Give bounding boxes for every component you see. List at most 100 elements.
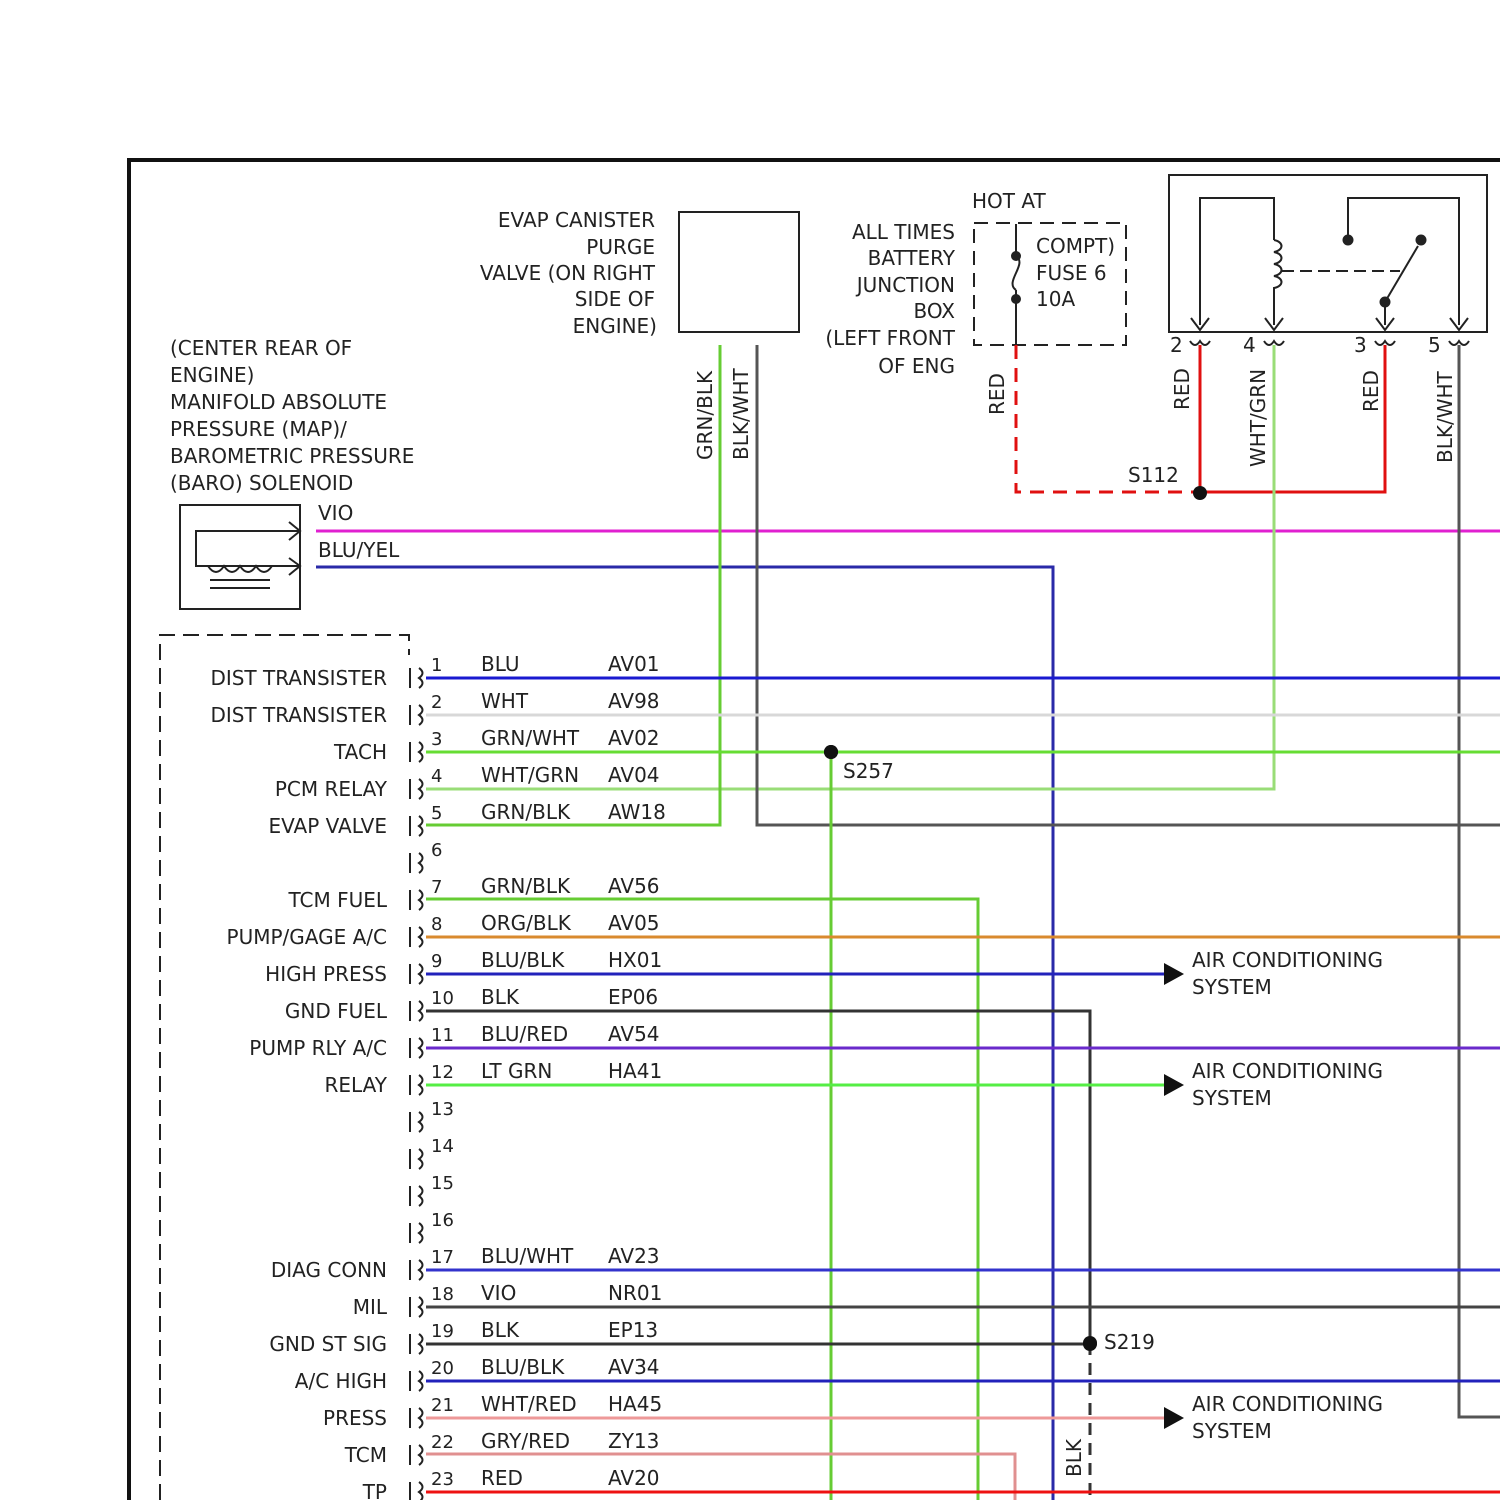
pcm-pin-socket <box>419 1223 423 1243</box>
jb-label-line: OF ENG <box>878 354 955 378</box>
splices: S112 S257 S219 BLK <box>824 463 1207 1477</box>
pcm-pin-socket <box>419 1112 423 1132</box>
destination-label: SYSTEM <box>1192 1086 1272 1110</box>
pcm-pin-circuit: AV34 <box>608 1355 660 1379</box>
pcm-relay: 2 4 3 5 RED WHT/GRN RED BLK/WHT <box>1169 175 1487 467</box>
splice-s219-dot <box>1083 1336 1097 1350</box>
pcm-pin-socket <box>419 1482 423 1500</box>
pcm-pin-socket <box>419 1445 423 1465</box>
pcm-pin-number: 15 <box>431 1173 454 1194</box>
pcm-pin-color: GRN/BLK <box>481 874 571 898</box>
pcm-pin-color: ORG/BLK <box>481 911 572 935</box>
pcm-pin-row: 7 GRN/BLK AV56 <box>410 874 660 910</box>
pcm-pin-circuit: NR01 <box>608 1281 662 1305</box>
jb-label-line: BOX <box>913 299 955 323</box>
pcm-function-label: EVAP VALVE <box>269 814 388 838</box>
pcm-pin-row: 1BLUAV01 <box>410 652 660 688</box>
evap-blk-wht-label: BLK/WHT <box>729 367 753 460</box>
pcm-function-label: TP <box>362 1480 387 1500</box>
pcm-pin-socket <box>419 742 423 762</box>
pcm-pin-number: 3 <box>431 729 442 750</box>
vio-wire-label: VIO <box>318 501 353 525</box>
splice-s257-dot <box>824 745 838 759</box>
pcm-pin-number: 4 <box>431 766 442 787</box>
pcm-pin-row: 8ORG/BLKAV05 <box>410 911 660 947</box>
pcm-pin-row: 13 <box>410 1099 454 1132</box>
map-label-line: (BARO) SOLENOID <box>170 471 353 495</box>
map-label-line: BAROMETRIC PRESSURE <box>170 444 414 468</box>
map-label-line: PRESSURE (MAP)/ <box>170 417 347 441</box>
relay-switch-icon <box>1344 198 1460 325</box>
relay-pin3-red-wire <box>1200 345 1385 492</box>
destination-arrow: AIR CONDITIONINGSYSTEM <box>1164 1392 1383 1443</box>
pcm-function-label: TACH <box>333 740 387 764</box>
pcm-pin-color: BLU/BLK <box>481 948 565 972</box>
pcm-pin-circuit: AV56 <box>608 874 660 898</box>
pcm-pin-number: 23 <box>431 1469 454 1490</box>
map-label-line: MANIFOLD ABSOLUTE <box>170 390 387 414</box>
pcm-pin-number: 7 <box>431 877 442 898</box>
pcm-pin-row: 3GRN/WHTAV02 <box>410 726 660 762</box>
map-label-line: ENGINE) <box>170 363 254 387</box>
pcm-pin-number: 19 <box>431 1321 454 1342</box>
pcm-pin-number: 17 <box>431 1247 454 1268</box>
pcm-pin-color: BLU/WHT <box>481 1244 574 1268</box>
map-label-line: (CENTER REAR OF <box>170 336 352 360</box>
relay-wire-label: WHT/GRN <box>1246 369 1270 467</box>
pcm-pin-number: 2 <box>431 692 442 713</box>
pcm-pin-socket <box>419 705 423 725</box>
destination-label: SYSTEM <box>1192 975 1272 999</box>
pcm-pin-number: 1 <box>431 655 442 676</box>
pcm-pin-number: 16 <box>431 1210 454 1231</box>
pcm-pin-number: 12 <box>431 1062 454 1083</box>
pcm-function-label: TCM <box>344 1443 387 1467</box>
pcm-pin-socket <box>419 1408 423 1428</box>
pcm-pin-color: WHT/RED <box>481 1392 577 1416</box>
map-label: (CENTER REAR OF ENGINE) MANIFOLD ABSOLUT… <box>170 336 414 495</box>
pcm-pin-circuit: AV04 <box>608 763 660 787</box>
pcm-pin-color: VIO <box>481 1281 516 1305</box>
relay-wire-label: RED <box>1359 370 1383 412</box>
pcm-pin-color: BLU/RED <box>481 1022 568 1046</box>
destination-label: AIR CONDITIONING <box>1192 948 1383 972</box>
evap-label-line: PURGE <box>586 235 655 259</box>
relay-coil-icon <box>1200 198 1400 325</box>
evap-label-line: EVAP CANISTER <box>498 208 655 232</box>
pcm-pin-number: 20 <box>431 1358 454 1379</box>
pcm-function-label: DIST TRANSISTER <box>210 703 387 727</box>
evap-label-line: SIDE OF <box>575 287 655 311</box>
pcm-pin-number: 9 <box>431 951 442 972</box>
pcm-pin-color: BLK <box>481 1318 520 1342</box>
pcm-pin-row: 10BLKEP06 <box>410 985 658 1021</box>
pcm-pin-socket <box>419 779 423 799</box>
pcm-pin-number: 21 <box>431 1395 454 1416</box>
splice-s257-label: S257 <box>843 759 894 783</box>
pcm-pin-row: 14 <box>410 1136 454 1169</box>
pcm-pin-number: 14 <box>431 1136 454 1157</box>
pcm-function-label: PUMP/GAGE A/C <box>227 925 387 949</box>
pcm-pin-row: 20 BLU/BLK AV34 <box>410 1355 660 1391</box>
splice-s219-label: S219 <box>1104 1330 1155 1354</box>
pcm-pin-number: 11 <box>431 1025 454 1046</box>
pcm-function-label: HIGH PRESS <box>265 962 387 986</box>
pcm-pin-row: 22GRY/REDZY13 <box>410 1429 659 1465</box>
relay-pin5-blk-wht-wire <box>1459 345 1500 1417</box>
relay-wire-label: RED <box>1170 368 1194 410</box>
pcm-pin-circuit: ZY13 <box>608 1429 659 1453</box>
relay-wire-label: BLK/WHT <box>1433 370 1457 463</box>
pcm-pin-color: BLU/BLK <box>481 1355 565 1379</box>
pcm-pin-number: 18 <box>431 1284 454 1305</box>
pcm-pin-circuit: HA45 <box>608 1392 662 1416</box>
pcm-function-label: PCM RELAY <box>275 777 388 801</box>
relay-pin-number: 4 <box>1243 333 1256 357</box>
pcm-function-label: TCM FUEL <box>287 888 387 912</box>
fuse-icon <box>1012 224 1020 345</box>
pcm-pin-circuit: HX01 <box>608 948 662 972</box>
evap-label-line: ENGINE) <box>573 314 657 338</box>
blu-yel-wire <box>316 567 1053 1500</box>
